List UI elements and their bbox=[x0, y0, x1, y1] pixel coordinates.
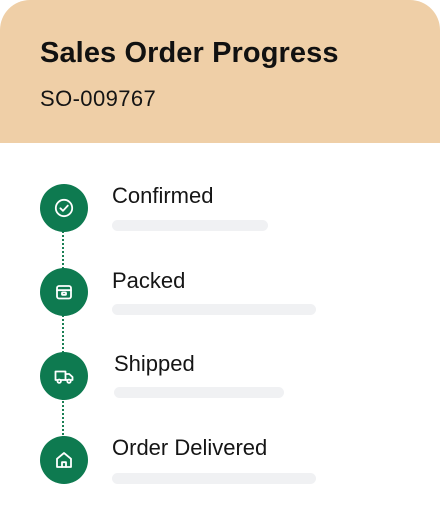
timeline-step-packed: Packed bbox=[0, 268, 440, 348]
timeline-connector bbox=[62, 315, 64, 353]
timeline-step-confirmed: Confirmed bbox=[0, 183, 440, 263]
step-label: Order Delivered bbox=[112, 435, 268, 460]
timeline-connector bbox=[62, 231, 64, 269]
step-detail-placeholder bbox=[112, 473, 316, 484]
timeline-connector bbox=[62, 398, 64, 438]
step-detail-placeholder bbox=[112, 220, 268, 231]
page-title: Sales Order Progress bbox=[40, 37, 339, 69]
progress-timeline: Confirmed Packed bbox=[0, 143, 440, 526]
package-box-icon bbox=[40, 268, 88, 316]
step-detail-placeholder bbox=[112, 304, 316, 315]
delivery-truck-icon bbox=[40, 352, 88, 400]
step-label: Confirmed bbox=[112, 183, 214, 208]
timeline-step-shipped: Shipped bbox=[0, 351, 440, 431]
step-detail-placeholder bbox=[114, 387, 284, 398]
home-icon bbox=[40, 436, 88, 484]
order-number: SO-009767 bbox=[40, 86, 157, 111]
step-label: Shipped bbox=[114, 351, 195, 376]
step-label: Packed bbox=[112, 268, 186, 293]
timeline-step-order-delivered: Order Delivered bbox=[0, 435, 440, 515]
check-circle-icon bbox=[40, 184, 88, 232]
card-header: Sales Order Progress SO-009767 bbox=[0, 0, 440, 143]
